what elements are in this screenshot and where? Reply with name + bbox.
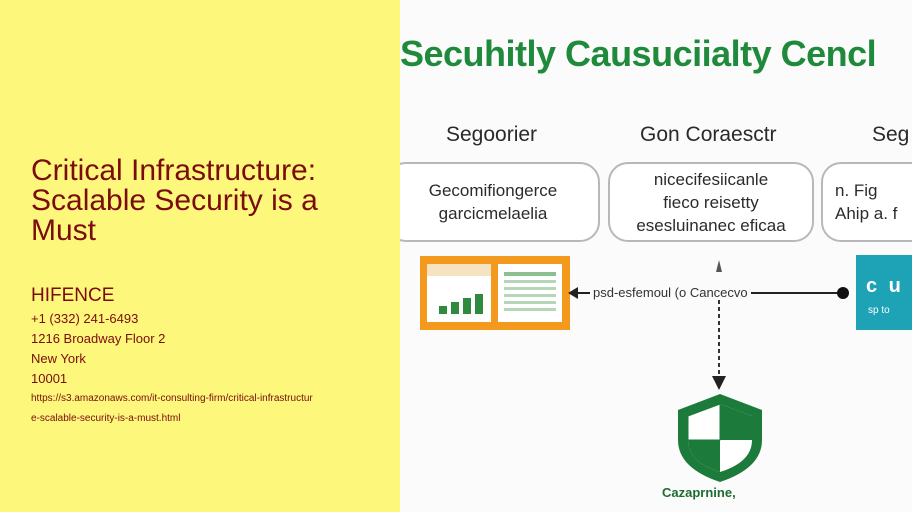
- box-2-line-3: esesluinanec eficaa: [636, 215, 786, 235]
- dashboard-thumbnail: [420, 256, 570, 330]
- page-title: Critical Infrastructure: Scalable Securi…: [31, 154, 318, 247]
- city: New York: [31, 351, 86, 366]
- box-1-line-2: garcicmelaelia: [438, 204, 548, 223]
- company-name: HIFENCE: [31, 285, 115, 306]
- diagram-connectors: [568, 260, 849, 482]
- zip-code: 10001: [31, 371, 68, 386]
- table-graphic-icon: [504, 272, 556, 311]
- dashboard-panel-left: [427, 264, 491, 322]
- diagram-title: Secuhitly Causuciialty Cencl: [400, 33, 877, 74]
- dashboard-panel-right: [498, 264, 562, 322]
- street-address: 1216 Broadway Floor 2: [31, 331, 166, 346]
- column-heading-3: Seg: [872, 123, 910, 146]
- teal-thumbnail-text: c u: [866, 275, 904, 297]
- shield-caption: Cazaprnine,: [662, 485, 736, 500]
- url-line-2: e-scalable-security-is-a-must.html: [31, 413, 181, 424]
- arrow-left-icon: [568, 287, 578, 299]
- teal-thumbnail-subtext: sp to: [868, 305, 890, 316]
- diagram-box-3: n. Fig Ahip a. f: [821, 162, 912, 242]
- arrow-up-icon: [716, 260, 722, 272]
- url-line-1: https://s3.amazonaws.com/it-consulting-f…: [31, 393, 313, 404]
- connector-node-right: [837, 287, 849, 299]
- box-2-line-2: fieco reisetty: [663, 192, 759, 212]
- diagram-image: Secuhitly Causuciialty Cencl Segoorier G…: [400, 0, 912, 512]
- left-panel: Critical Infrastructure: Scalable Securi…: [0, 0, 400, 512]
- teal-thumbnail: c u sp to: [856, 255, 912, 330]
- column-heading-2: Gon Coraesctr: [640, 123, 777, 146]
- column-heading-1: Segoorier: [446, 123, 538, 146]
- arrow-down-icon: [712, 376, 726, 390]
- box-3-line-2: Ahip a. f: [835, 204, 898, 223]
- connector-label: psd-esfemoul (o Cancecvo: [590, 285, 751, 300]
- box-1-line-1: Gecomifiongerce: [428, 181, 558, 200]
- box-3-line-1: n. Fig: [835, 181, 878, 200]
- diagram-box-2: nicecifesiicanle fieco reisetty esesluin…: [608, 162, 814, 242]
- phone-number: +1 (332) 241-6493: [31, 311, 139, 326]
- bar-graphic-icon: [427, 264, 491, 314]
- box-2-line-1: nicecifesiicanle: [653, 169, 769, 189]
- shield-icon: [678, 394, 762, 482]
- diagram-box-1: Gecomifiongerce garcicmelaelia: [400, 162, 600, 242]
